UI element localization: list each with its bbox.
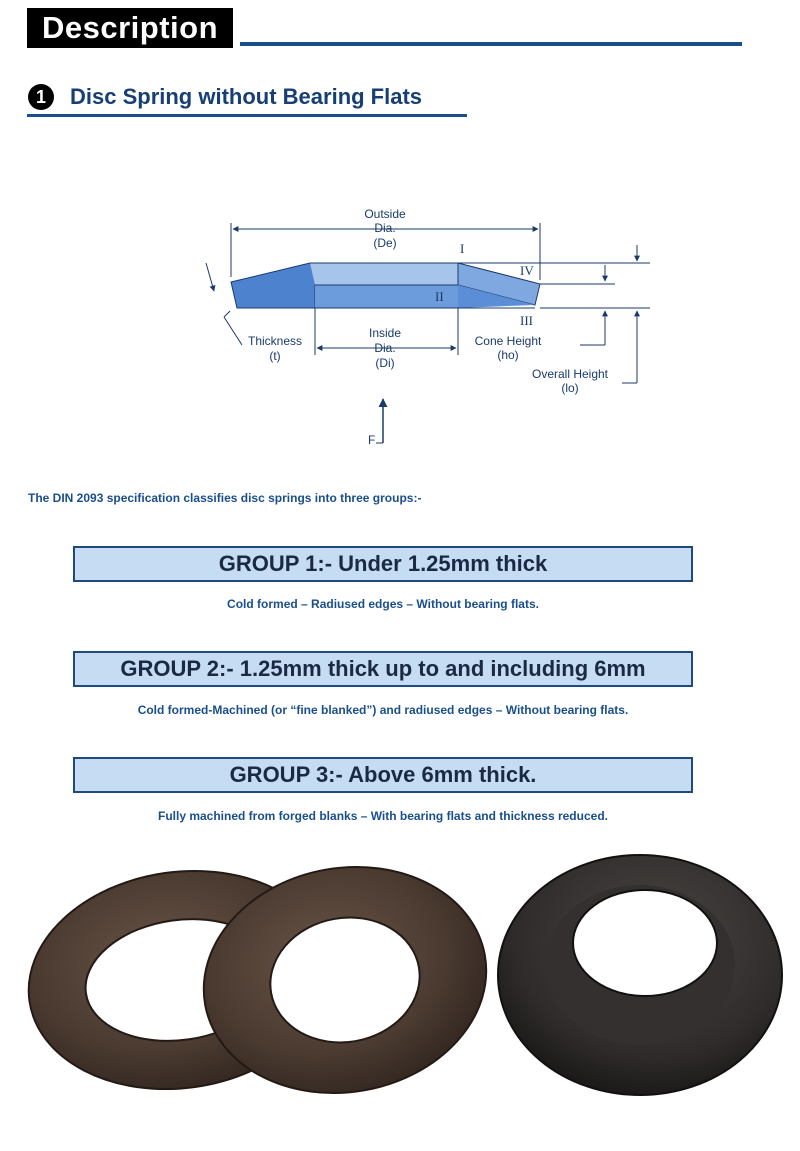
disc-springs-photo bbox=[27, 854, 783, 1096]
group-2-desc: Cold formed-Machined (or “fine blanked”)… bbox=[137, 703, 629, 717]
disc-spring-photo-right bbox=[497, 854, 783, 1096]
spring-bottom-band bbox=[315, 285, 458, 308]
section-title: 1 Disc Spring without Bearing Flats bbox=[28, 80, 422, 114]
group-2-box: GROUP 2:- 1.25mm thick up to and includi… bbox=[73, 651, 693, 687]
section-rule bbox=[27, 114, 467, 117]
inside-dia-label-1: Inside bbox=[369, 326, 401, 340]
group-1-box: GROUP 1:- Under 1.25mm thick bbox=[73, 546, 693, 582]
group-1-title: GROUP 1:- Under 1.25mm thick bbox=[218, 551, 548, 576]
thickness-label-1: Thickness bbox=[248, 334, 302, 348]
outside-dia-label-2: Dia. bbox=[374, 221, 395, 235]
cone-height-label-2: (ho) bbox=[497, 348, 518, 362]
spring-section-left bbox=[230, 262, 316, 309]
group-3-box: GROUP 3:- Above 6mm thick. bbox=[73, 757, 693, 793]
group-2-title: GROUP 2:- 1.25mm thick up to and includi… bbox=[120, 656, 646, 681]
marker-i: I bbox=[460, 241, 464, 256]
disc-spring-diagram: Outside Dia. (De) I IV II III Cone Heigh… bbox=[205, 207, 650, 447]
marker-iv: IV bbox=[520, 263, 534, 278]
cone-height-label-1: Cone Height bbox=[475, 334, 542, 348]
overall-height-label-1: Overall Height bbox=[532, 367, 609, 381]
section-number-badge: 1 bbox=[28, 84, 54, 110]
outside-dia-label-1: Outside bbox=[364, 207, 406, 221]
intro-text: The DIN 2093 specification classifies di… bbox=[28, 491, 422, 505]
section-title-text: Disc Spring without Bearing Flats bbox=[70, 84, 423, 109]
group-3-title: GROUP 3:- Above 6mm thick. bbox=[229, 762, 537, 787]
inside-dia-label-2: Dia. bbox=[374, 341, 395, 355]
group-3-desc: Fully machined from forged blanks – With… bbox=[158, 809, 608, 823]
spring-top-band bbox=[310, 263, 458, 285]
thickness-label-2: (t) bbox=[269, 349, 280, 363]
outside-dia-label-3: (De) bbox=[373, 236, 396, 250]
marker-iii: III bbox=[520, 313, 533, 328]
overall-height-label-2: (lo) bbox=[561, 381, 578, 395]
spring-section-right-lower bbox=[458, 285, 535, 308]
marker-ii: II bbox=[435, 289, 444, 304]
force-label: F bbox=[368, 433, 375, 447]
group-1-desc: Cold formed – Radiused edges – Without b… bbox=[227, 597, 539, 611]
inside-dia-label-3: (Di) bbox=[375, 356, 394, 370]
heading-rule bbox=[240, 42, 742, 46]
description-heading: Description bbox=[27, 8, 233, 48]
disc-spring-photo-middle bbox=[202, 865, 488, 1095]
